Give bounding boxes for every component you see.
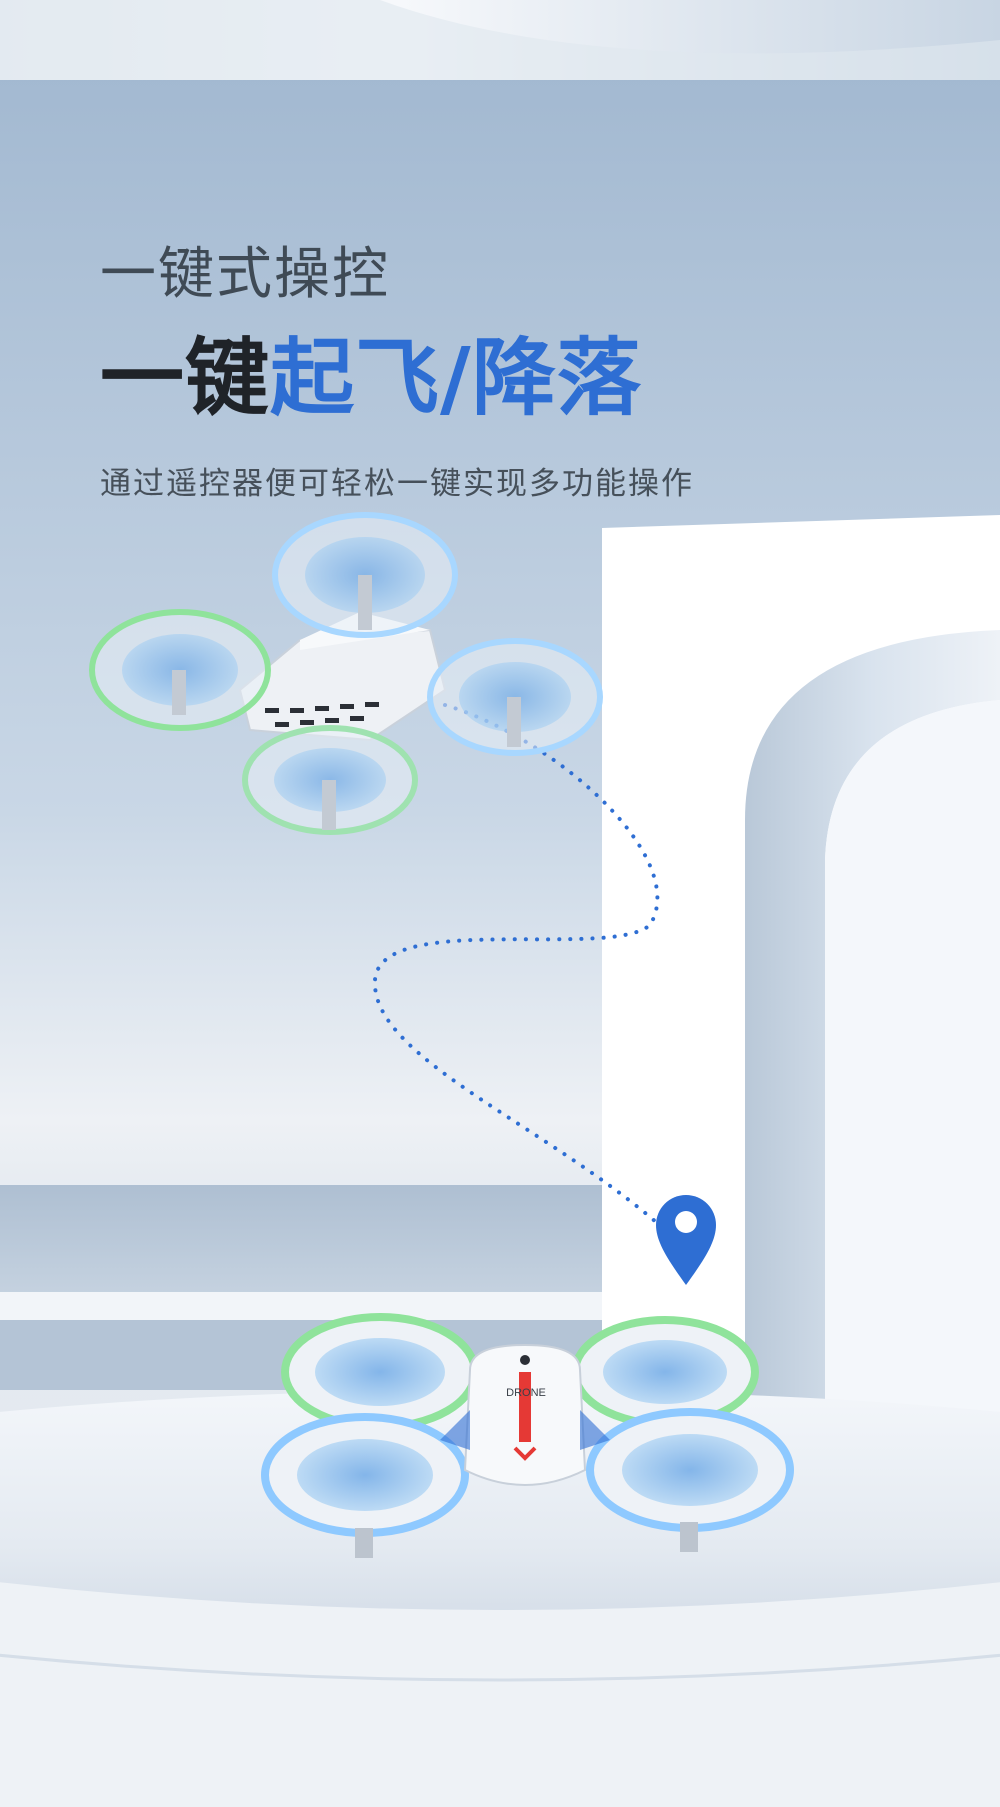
drone-body-label: DRONE <box>506 1387 546 1399</box>
header: 一键式操控 一键起飞/降落 通过遥控器便可轻松一键实现多功能操作 <box>100 240 960 506</box>
headline-dark: 一键 <box>100 329 271 427</box>
flying-drone <box>89 512 603 835</box>
landed-drone <box>261 1313 794 1558</box>
description: 通过遥控器便可轻松一键实现多功能操作 <box>100 466 694 502</box>
headline-blue: 起飞/降落 <box>270 329 642 427</box>
headline: 一键起飞/降落 <box>100 328 960 428</box>
location-pin-icon <box>656 1195 716 1285</box>
flight-path <box>372 703 678 1242</box>
subtitle: 一键式操控 <box>100 242 390 307</box>
